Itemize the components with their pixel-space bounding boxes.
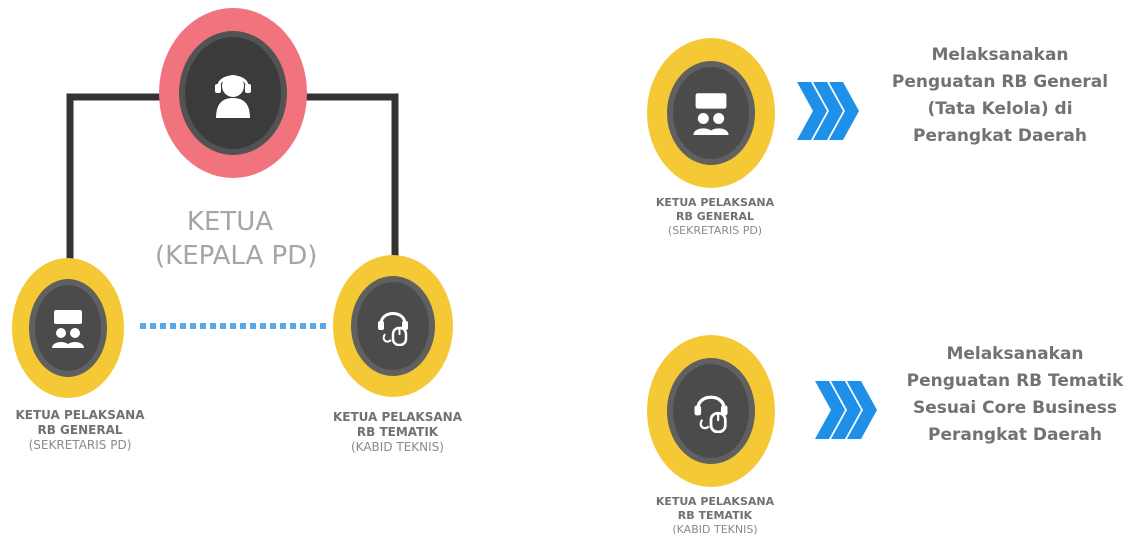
ketua-title: KETUA <box>186 207 274 237</box>
tematik-right-node <box>647 335 775 487</box>
headset-mouse-icon <box>378 312 408 346</box>
general-left-line1: KETUA PELAKSANA <box>15 408 145 422</box>
general-left-label: KETUA PELAKSANA RB GENERAL (SEKRETARIS P… <box>5 408 155 453</box>
connector-ketua-tematik <box>300 93 399 275</box>
headset-person-icon <box>215 75 251 118</box>
triple-chevron-right-icon <box>797 82 859 140</box>
tematik-left-label: KETUA PELAKSANA RB TEMATIK (KABID TEKNIS… <box>320 410 475 455</box>
ketua-label: KETUA (KEPALA PD) <box>155 206 318 274</box>
tematik-left-line1: KETUA PELAKSANA <box>332 410 462 424</box>
tematik-desc-line1: Melaksanakan <box>946 344 1084 364</box>
general-right-line2: RB GENERAL <box>676 209 754 223</box>
general-right-line1: KETUA PELAKSANA <box>655 196 775 209</box>
general-desc-line1: Melaksanakan <box>931 45 1069 65</box>
tematik-desc-line4: Perangkat Daerah <box>927 425 1102 445</box>
ketua-node <box>159 8 307 178</box>
general-left-line2: RB GENERAL <box>37 423 123 437</box>
ketua-subtitle: (KEPALA PD) <box>155 240 318 271</box>
headset-mouse-icon <box>694 395 728 433</box>
general-desc-line3: (Tata Kelola) di <box>927 99 1073 119</box>
connector-ketua-general <box>66 93 165 270</box>
tematik-right-label: KETUA PELAKSANA RB TEMATIK (KABID TEKNIS… <box>640 495 790 536</box>
general-left-line3: (SEKRETARIS PD) <box>28 438 132 452</box>
general-right-line3: (SEKRETARIS PD) <box>667 223 763 237</box>
tematik-left-node <box>333 255 453 397</box>
general-desc-line4: Perangkat Daerah <box>912 126 1087 146</box>
tematik-left-line2: RB TEMATIK <box>356 425 439 439</box>
tematik-right-line3: (KABID TEKNIS) <box>672 522 758 536</box>
tematik-desc-line3: Sesuai Core Business <box>912 398 1118 418</box>
tematik-left-line3: (KABID TEKNIS) <box>351 440 444 454</box>
presentation-people-icon <box>693 93 729 135</box>
general-right-node <box>647 38 775 188</box>
tematik-right-line1: KETUA PELAKSANA <box>655 495 775 508</box>
tematik-description: Melaksanakan Penguatan RB Tematik Sesuai… <box>895 341 1135 449</box>
general-desc-line2: Penguatan RB General <box>891 72 1109 92</box>
tematik-right-line2: RB TEMATIK <box>677 508 753 522</box>
triple-chevron-right-icon <box>815 381 877 439</box>
general-right-label: KETUA PELAKSANA RB GENERAL (SEKRETARIS P… <box>640 196 790 237</box>
general-left-node <box>12 258 124 398</box>
presentation-people-icon <box>52 310 84 348</box>
general-description: Melaksanakan Penguatan RB General (Tata … <box>880 42 1120 150</box>
tematik-desc-line2: Penguatan RB Tematik <box>906 371 1124 391</box>
